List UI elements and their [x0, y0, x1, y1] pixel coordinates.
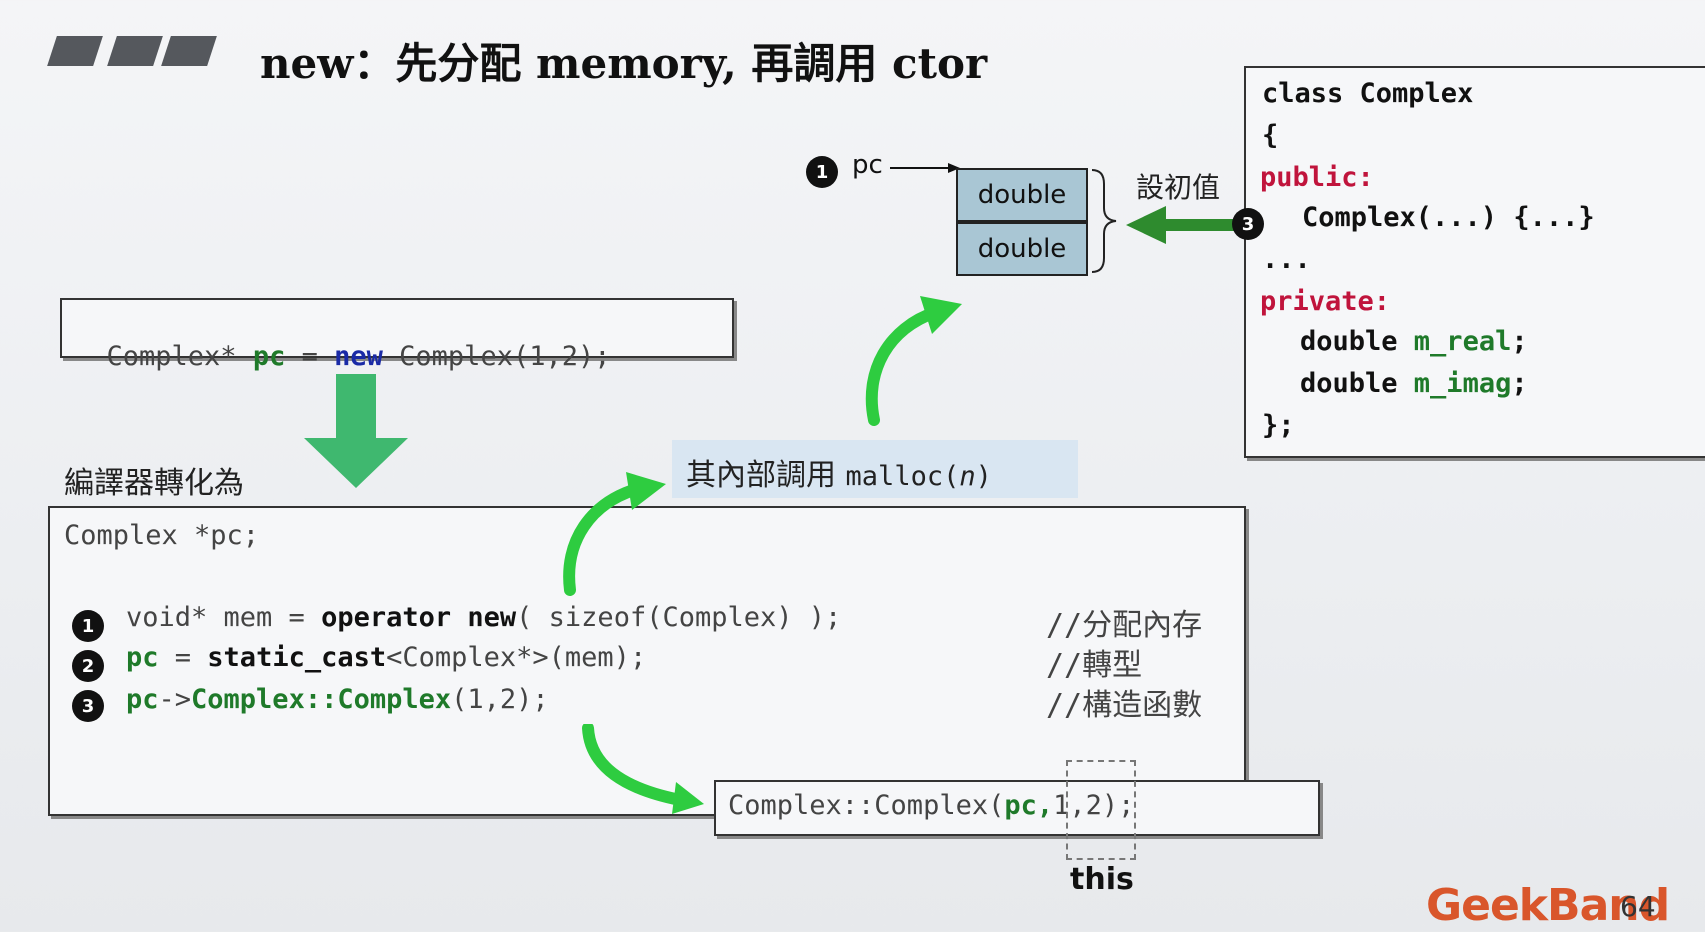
header-bar-3 [161, 36, 217, 66]
slide-title: new：先分配 memory, 再調用 ctor [260, 39, 988, 88]
step-badge-1: 1 [72, 610, 104, 642]
code-token-pc: pc [126, 684, 159, 715]
class-line-2: { [1262, 120, 1279, 151]
malloc-label: 其內部調用 malloc(n) [686, 450, 992, 494]
step-badge-2: 2 [72, 650, 104, 682]
this-label: this [1070, 862, 1134, 897]
code-token-m-imag: m_imag [1413, 368, 1512, 399]
curved-arrow-icon [582, 724, 704, 814]
init-value-label: 設初值 [1136, 171, 1221, 204]
code-token: -> [158, 684, 192, 715]
code-token: = [158, 642, 208, 673]
step-badge-3: 3 [1232, 208, 1264, 240]
malloc-arg: n [959, 461, 976, 492]
comment-cast: //轉型 [1046, 648, 1143, 683]
code-token: void* mem = [126, 602, 322, 633]
page-number: 64 [1620, 890, 1656, 923]
malloc-label-box [672, 440, 1078, 498]
code-token: ; [1511, 368, 1528, 399]
this-highlight [1066, 760, 1136, 860]
code-token-pc: pc, [1004, 790, 1054, 821]
code-decl: Complex *pc; [64, 520, 260, 551]
code-token: Complex* [106, 341, 253, 372]
code-token-pc: pc [252, 341, 286, 372]
class-ellipsis: ... [1262, 244, 1311, 275]
header-bar-1 [47, 36, 103, 66]
expanded-code-box [48, 506, 1246, 816]
pc-pointer-label: pc [852, 150, 883, 180]
curved-arrow-icon [865, 296, 962, 426]
code-token: Complex(1,2); [382, 341, 611, 372]
brace-icon [1091, 169, 1117, 273]
code-token: double [1300, 326, 1414, 357]
malloc-code: malloc( [845, 461, 960, 492]
new-expression-box [60, 298, 734, 358]
down-arrow-icon [304, 374, 408, 488]
curved-arrow-icon [563, 472, 666, 596]
step-badge-1: 1 [806, 156, 838, 188]
compiler-transform-label: 編譯器轉化為 [64, 466, 244, 501]
member-real: double m_real; [1300, 326, 1528, 357]
private-label: private: [1260, 286, 1391, 317]
public-label: public: [1260, 162, 1374, 193]
code-token: Complex::Complex( [728, 790, 1005, 821]
header-bar-2 [107, 36, 163, 66]
code-token-m-real: m_real [1413, 326, 1512, 357]
code-token-new: new [334, 341, 383, 372]
new-expression-code: Complex* pc = new Complex(1,2); [74, 310, 611, 372]
malloc-close: ) [975, 461, 992, 492]
code-token: (1,2); [451, 684, 549, 715]
ctor-declaration: Complex(...) {...} [1302, 202, 1595, 233]
code-token: = [285, 341, 335, 372]
ctor-call-code: Complex::Complex(pc,1,2); [728, 790, 1134, 821]
code-token-pc: pc [126, 642, 159, 673]
code-token: <Complex*>(mem); [386, 642, 647, 673]
member-imag: double m_imag; [1300, 368, 1528, 399]
geekband-logo: GeekBand [1426, 880, 1670, 931]
memory-cell-imag: double [956, 222, 1088, 276]
code-line-1: void* mem = operator new( sizeof(Complex… [126, 602, 858, 633]
step-badge-3: 3 [72, 690, 104, 722]
class-close: }; [1262, 410, 1295, 441]
code-token: double [1300, 368, 1414, 399]
code-line-2: pc = static_cast<Complex*>(mem); [126, 642, 646, 673]
code-line-3: pc->Complex::Complex(1,2); [126, 684, 549, 715]
code-token-ctor: Complex::Complex [191, 684, 452, 715]
pointer-arrow-icon [890, 163, 960, 173]
comment-alloc: //分配內存 [1046, 608, 1203, 643]
class-definition-box [1244, 66, 1705, 458]
code-token: ; [1511, 326, 1528, 357]
malloc-text: 其內部調用 [686, 458, 846, 493]
code-token: ( sizeof(Complex) ); [516, 602, 858, 633]
ctor-call-box [714, 780, 1320, 836]
code-token-operator-new: operator new [321, 602, 517, 633]
memory-cell-real: double [956, 168, 1088, 222]
comment-ctor: //構造函數 [1046, 688, 1203, 723]
code-token-static-cast: static_cast [207, 642, 387, 673]
class-line-1: class Complex [1262, 78, 1474, 109]
